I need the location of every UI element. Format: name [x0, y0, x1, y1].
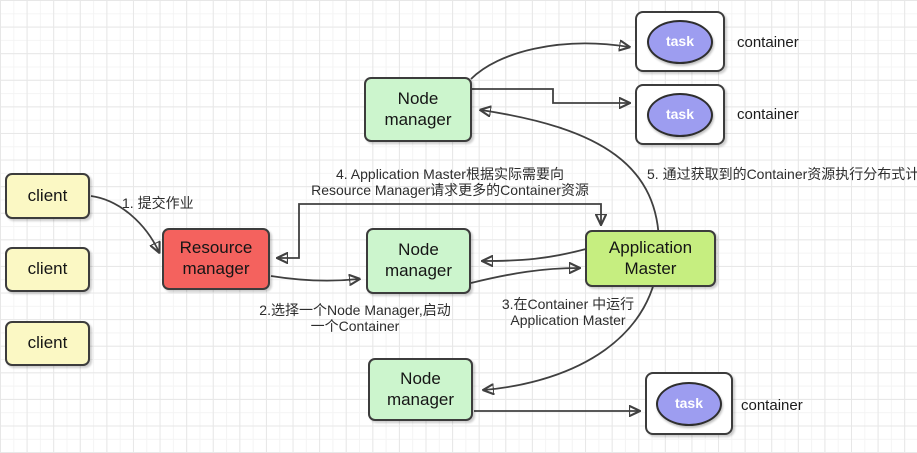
- client-label: client: [27, 185, 68, 205]
- annotation-step2: 2.选择一个Node Manager,启动 一个Container: [259, 302, 451, 335]
- arrow-node-manager-to-container2: [472, 88, 629, 103]
- application-master-box: Application Master: [585, 230, 716, 287]
- annotation-step1: 1. 提交作业: [122, 195, 194, 211]
- annotation-step3-line1: 3.在Container 中运行: [501, 296, 635, 312]
- client-label: client: [27, 333, 68, 353]
- task-ellipse: task: [647, 92, 713, 137]
- node-manager-box-bottom: Node manager: [368, 358, 473, 421]
- container-caption-1: container: [737, 34, 799, 51]
- arrow-resource-manager-to-node-manager: [270, 276, 359, 281]
- task-label: task: [674, 394, 704, 411]
- client-label: client: [27, 259, 68, 279]
- annotation-step3-line2: Application Master: [510, 311, 626, 328]
- node-manager-label: Node manager: [386, 368, 455, 409]
- task-label: task: [665, 32, 695, 49]
- container-box-1: task: [635, 11, 725, 72]
- task-ellipse: task: [647, 19, 713, 64]
- client-box-1: client: [5, 173, 90, 219]
- arrow-application-master-to-node-manager: [483, 248, 587, 261]
- node-manager-box-middle: Node manager: [366, 228, 471, 294]
- task-ellipse: task: [656, 381, 722, 426]
- container-box-2: task: [635, 84, 725, 145]
- client-box-3: client: [5, 321, 90, 366]
- annotation-step5: 5. 通过获取到的Container资源执行分布式计算: [647, 166, 917, 182]
- annotation-step4: 4. Application Master根据实际需要向 Resource Ma…: [311, 166, 589, 199]
- annotation-step2-line1: 2.选择一个Node Manager,启动: [259, 302, 451, 318]
- arrow-node-manager-to-application-master: [470, 268, 579, 284]
- application-master-label: Application Master: [608, 237, 693, 278]
- arrow-application-master-resource-manager-elbow: [278, 203, 601, 258]
- client-box-2: client: [5, 247, 90, 292]
- resource-manager-box: Resource manager: [162, 228, 270, 290]
- container-box-3: task: [645, 372, 733, 435]
- annotation-step4-line2: Resource Manager请求更多的Container资源: [311, 181, 589, 198]
- annotation-step3: 3.在Container 中运行 Application Master: [501, 296, 635, 329]
- annotation-step2-line2: 一个Container: [310, 317, 400, 334]
- task-label: task: [665, 105, 695, 122]
- node-manager-label: Node manager: [384, 88, 452, 129]
- resource-manager-label: Resource manager: [179, 238, 253, 278]
- arrow-client-to-resource-manager: [90, 195, 159, 252]
- node-manager-box-top: Node manager: [364, 77, 472, 142]
- container-caption-3: container: [741, 397, 803, 414]
- container-caption-2: container: [737, 106, 799, 123]
- arrow-node-manager-to-container1: [470, 43, 629, 80]
- node-manager-label: Node manager: [384, 240, 453, 280]
- annotation-step4-line1: 4. Application Master根据实际需要向: [336, 166, 564, 182]
